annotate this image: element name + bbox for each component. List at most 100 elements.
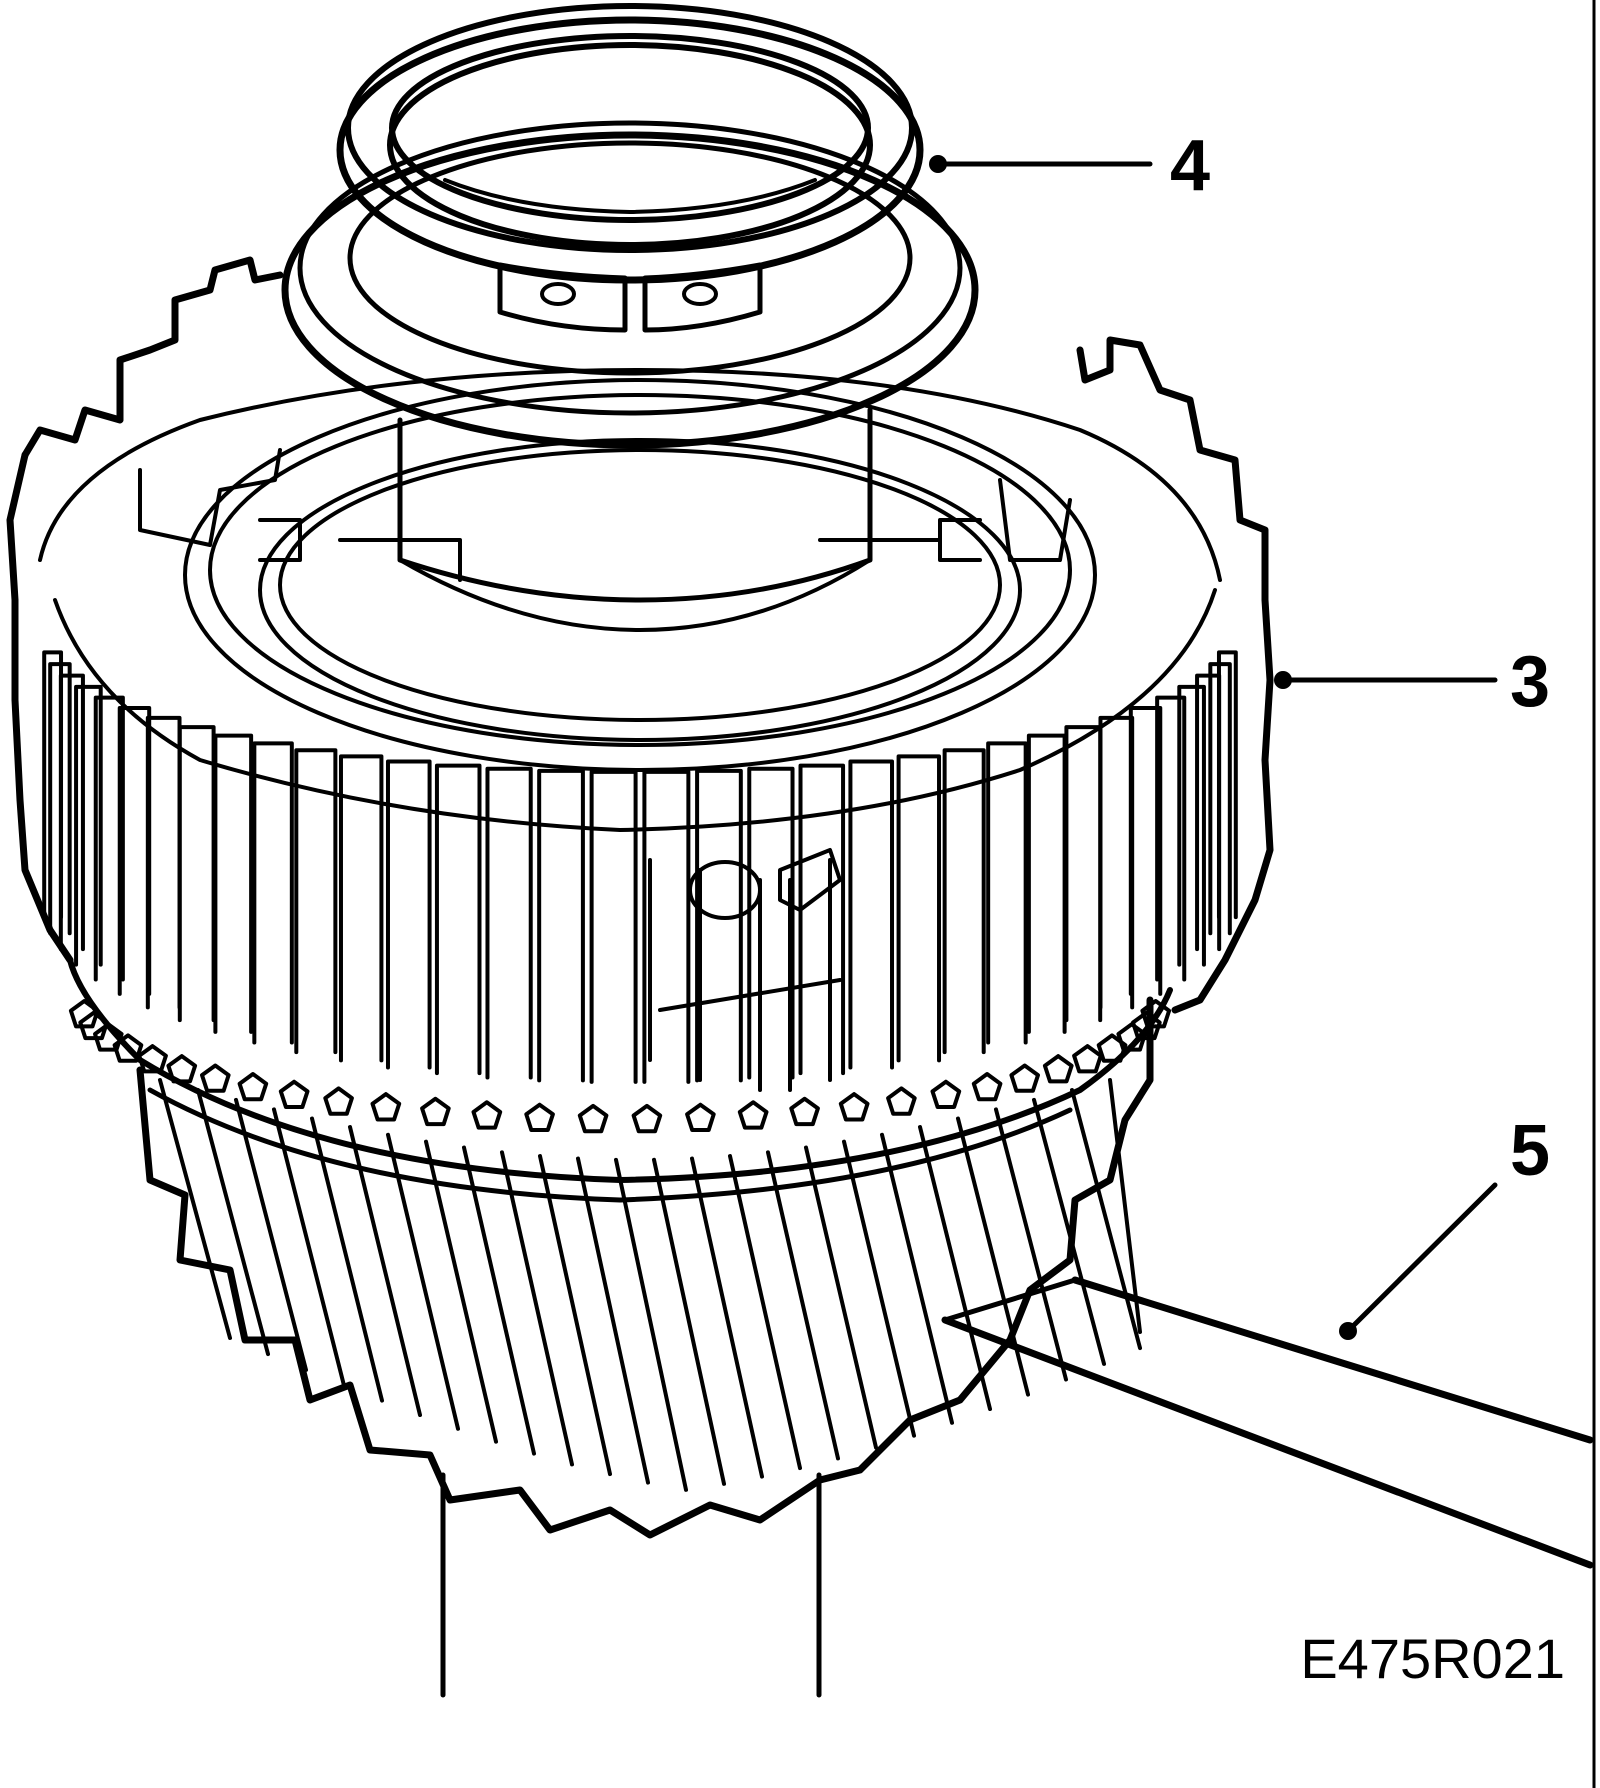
spline-tooth (177, 725, 216, 1023)
spline-tooth (58, 673, 85, 952)
helical-tooth-edge (234, 1097, 308, 1372)
spline-tooth (1216, 650, 1238, 920)
helical-tooth-edge (500, 1150, 574, 1467)
helical-tooth-edge (386, 1132, 460, 1431)
spline-tooth (848, 759, 895, 1070)
splined-sleeve (6, 256, 1274, 1084)
pry-tool (941, 1276, 1594, 1569)
helical-tooth-edge (614, 1157, 688, 1492)
spline-tooth (1177, 684, 1206, 967)
ring-peg (524, 1102, 555, 1132)
helical-tooth-edge (272, 1107, 346, 1388)
ring-peg (1042, 1054, 1074, 1084)
callout-4-label: 4 (1170, 126, 1210, 206)
spline-tooth (252, 741, 294, 1045)
spline-tooth (338, 754, 384, 1063)
spline-tooth (537, 768, 585, 1083)
spline-tooth (1026, 733, 1067, 1034)
helical-tooth-edge (538, 1154, 612, 1477)
ring-peg (137, 1044, 168, 1074)
ring-peg (420, 1096, 451, 1127)
helical-tooth-edge (576, 1156, 650, 1485)
helical-tooth-edge (842, 1139, 916, 1438)
spline-tooth (942, 748, 986, 1055)
helical-tooth-edge (766, 1150, 840, 1461)
helical-tooth-edge (994, 1107, 1068, 1382)
helical-tooth-edge (690, 1156, 764, 1479)
ring-peg (166, 1054, 198, 1084)
spline-tooth (48, 662, 72, 936)
ring-peg (323, 1086, 354, 1116)
hub-inner (138, 378, 1097, 1092)
ring-peg (1072, 1044, 1103, 1074)
helical-tooth-edge (880, 1132, 954, 1425)
ring-peg (631, 1103, 663, 1134)
helical-tooth-edge (652, 1157, 726, 1486)
ring-peg (68, 999, 100, 1029)
spline-tooth (1064, 725, 1103, 1023)
ring-peg (577, 1103, 609, 1134)
spline-tooth (747, 766, 795, 1080)
spline-tooth (485, 766, 533, 1080)
spline-tooth (74, 684, 103, 967)
spline-tooth (986, 741, 1028, 1045)
helical-tooth-edge (956, 1116, 1030, 1397)
helical-tooth-edge (158, 1078, 232, 1340)
spline-tooth (896, 754, 942, 1063)
ring-peg (886, 1086, 917, 1116)
spline-tooth (798, 763, 846, 1076)
spline-tooth (1195, 673, 1222, 952)
ring-peg (737, 1100, 769, 1130)
ring-peg (471, 1100, 503, 1130)
ring-peg (78, 1010, 109, 1041)
ring-peg (93, 1022, 124, 1052)
spline-tooth (589, 769, 638, 1084)
synchro-ring (67, 957, 1173, 1203)
ring-peg (930, 1079, 962, 1109)
ring-peg (1116, 1022, 1147, 1052)
helical-tooth-edge (1070, 1088, 1142, 1351)
callout-5: 5 (1339, 1111, 1550, 1340)
spline-tooth (1098, 715, 1135, 1010)
spline-tooth (213, 733, 254, 1034)
helical-gear (136, 996, 1154, 1539)
hub-neck (397, 407, 873, 632)
spline-tooth (93, 695, 125, 982)
ring-peg (838, 1092, 870, 1122)
spline-tooth (695, 768, 743, 1083)
spline-tooth (434, 763, 482, 1076)
spline-tooth (294, 748, 338, 1055)
ring-peg (685, 1102, 716, 1132)
ring-peg (971, 1072, 1003, 1102)
ring-peg (1140, 999, 1172, 1029)
ring-peg (1009, 1063, 1040, 1093)
helical-tooth-edge (728, 1154, 802, 1471)
thrust-washer (281, 120, 979, 449)
helical-tooth-edge (462, 1145, 536, 1456)
spline-tooth (42, 650, 64, 920)
callout-3: 3 (1274, 642, 1550, 722)
ring-peg (278, 1079, 310, 1109)
helical-tooth-edge (918, 1125, 992, 1412)
figure-reference-code: E475R021 (1300, 1627, 1565, 1690)
spline-tooth (385, 759, 432, 1070)
helical-tooth-edge (1108, 1078, 1142, 1334)
callout-3-label: 3 (1510, 642, 1550, 722)
snap-ring (336, 3, 924, 333)
helical-tooth-edge (310, 1116, 384, 1403)
ring-peg (200, 1063, 231, 1093)
helical-tooth-edge (804, 1145, 878, 1450)
ring-peg (112, 1033, 144, 1063)
ring-peg (370, 1092, 402, 1122)
spline-tooth (145, 715, 182, 1010)
ring-peg (789, 1096, 820, 1127)
helical-tooth-edge (424, 1139, 498, 1444)
helical-tooth-edge (196, 1088, 270, 1357)
ring-peg (237, 1072, 269, 1102)
callout-5-label: 5 (1510, 1111, 1550, 1191)
ring-peg (1131, 1010, 1162, 1041)
callout-4: 4 (929, 126, 1210, 206)
helical-tooth-edge (1032, 1097, 1106, 1366)
helical-tooth-edge (348, 1125, 422, 1418)
